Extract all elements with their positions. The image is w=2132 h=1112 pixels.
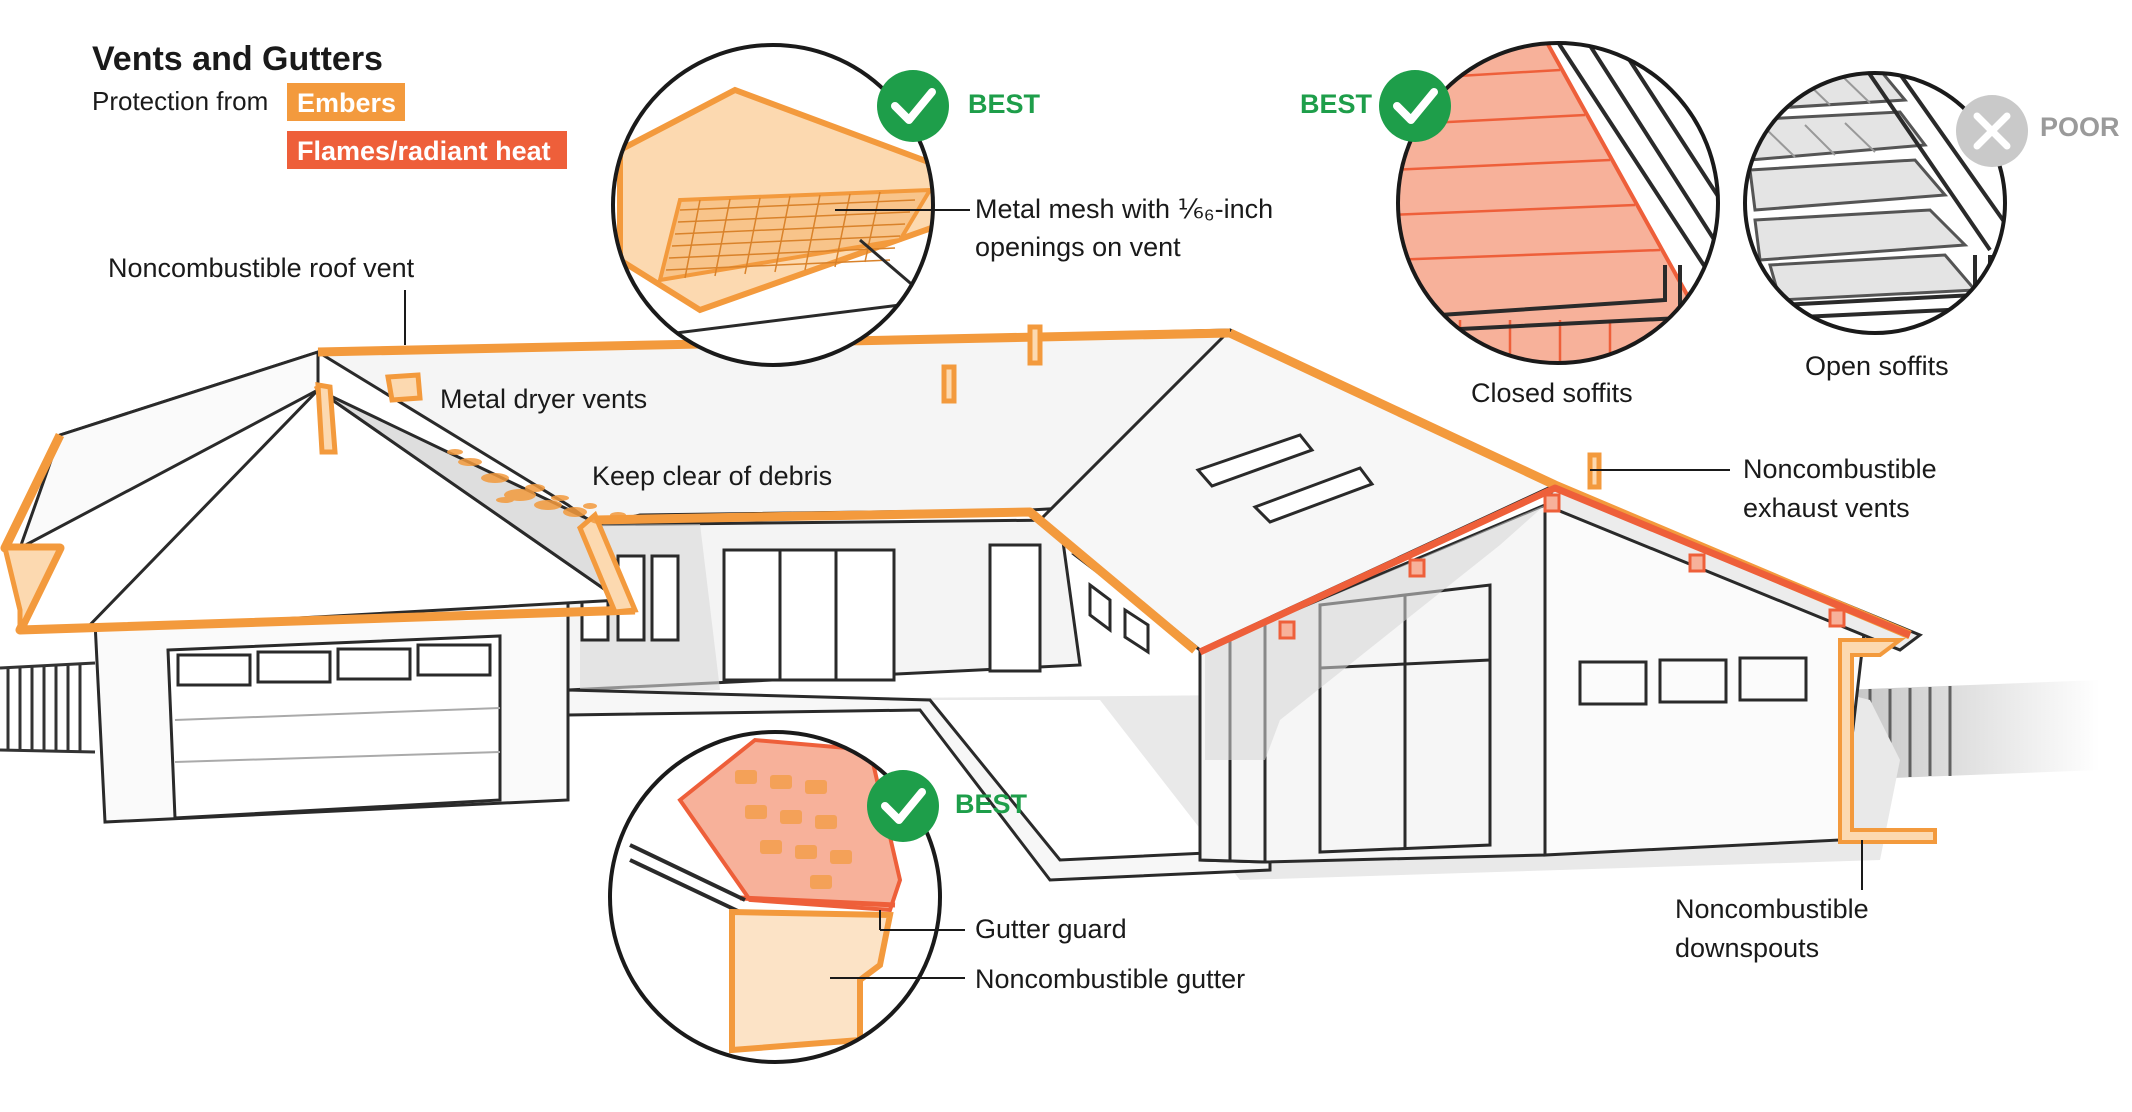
left-fence <box>0 661 96 754</box>
downspout <box>1838 638 1937 844</box>
label-downspouts-line1: Noncombustible <box>1675 894 1869 924</box>
legend-swatch-embers <box>287 83 405 121</box>
x-circle-icon <box>1956 95 2028 167</box>
ratings: BEST BEST POOR BEST <box>955 89 2120 819</box>
rating-best-gutter: BEST <box>955 789 1028 819</box>
gutter-callout <box>608 730 942 1064</box>
label-open-soffits: Open soffits <box>1805 351 1949 381</box>
check-circle-icon <box>877 70 949 142</box>
flame-trim <box>1198 484 1912 656</box>
label-exhaust-line2: exhaust vents <box>1743 493 1910 523</box>
legend-label-flames: Flames/radiant heat <box>297 136 551 166</box>
subtitle: Protection from <box>92 86 268 116</box>
flame-rafter-tails <box>1278 493 1846 640</box>
label-debris: Keep clear of debris <box>592 461 832 491</box>
debris <box>447 449 626 524</box>
roofs <box>17 328 1924 652</box>
check-circle-icon <box>1379 70 1451 142</box>
label-closed-soffits: Closed soffits <box>1471 378 1633 408</box>
rating-best-mesh: BEST <box>968 89 1041 119</box>
label-mesh-line2: openings on vent <box>975 232 1181 262</box>
label-exhaust-line1: Noncombustible <box>1743 454 1937 484</box>
label-roof-vent: Noncombustible roof vent <box>108 253 415 283</box>
house-illustration <box>0 324 2100 882</box>
label-mesh-line1: Metal mesh with ⅙₆-inch <box>975 194 1273 224</box>
check-circle-icon <box>867 770 939 842</box>
mesh-vent-callout <box>611 43 935 367</box>
header: Vents and Gutters Protection from Embers… <box>92 40 567 169</box>
callout-labels: Noncombustible roof vent Metal dryer ven… <box>108 194 1949 994</box>
label-downspouts-line2: downspouts <box>1675 933 1819 963</box>
ember-trim-fill <box>1 324 1602 632</box>
diagram-title: Vents and Gutters <box>92 40 383 78</box>
open-soffits-callout <box>1743 71 2007 335</box>
label-gutter: Noncombustible gutter <box>975 964 1245 994</box>
garage <box>93 598 570 824</box>
label-gutter-guard: Gutter guard <box>975 914 1127 944</box>
legend-label-embers: Embers <box>297 88 396 118</box>
rating-best-closed: BEST <box>1300 89 1373 119</box>
leader-lines <box>404 209 1863 979</box>
rating-poor-open: POOR <box>2040 112 2120 142</box>
legend-swatch-flames <box>287 131 567 169</box>
label-dryer-vents: Metal dryer vents <box>440 384 647 414</box>
